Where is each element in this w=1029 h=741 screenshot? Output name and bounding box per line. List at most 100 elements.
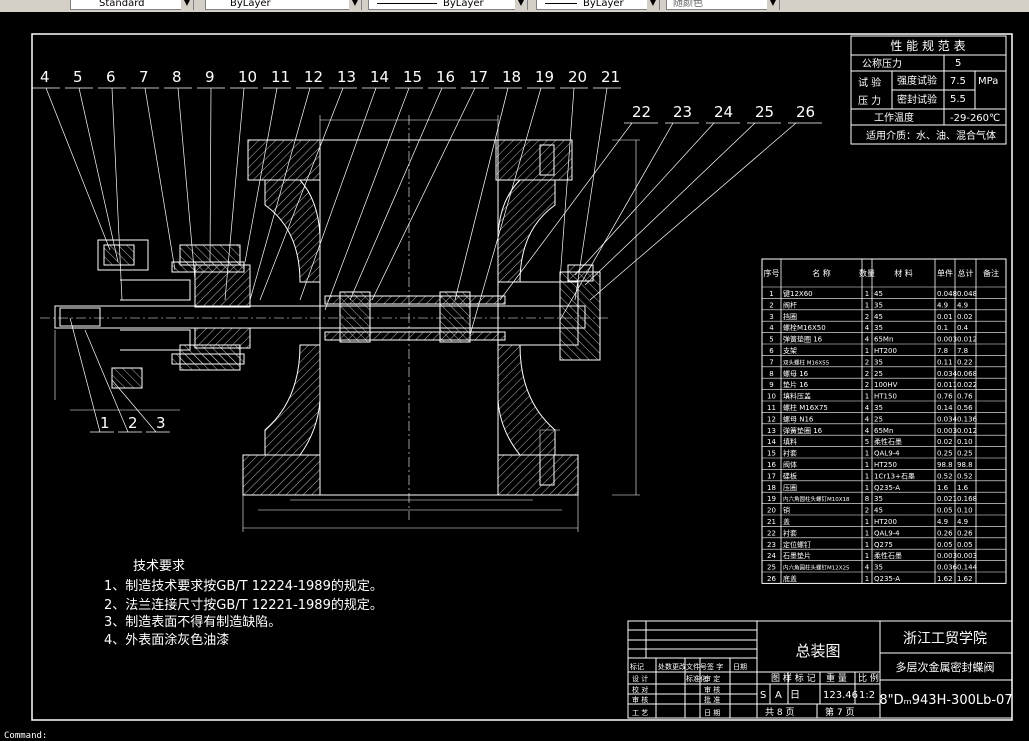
strength-label: 强度试验 [897, 74, 937, 87]
medium-text: 适用介质：水、油、混合气体 [866, 129, 996, 142]
bom-cell: 0.76 [937, 393, 953, 401]
performance-text: 性 能 规 范 表 公称压力 5 试 验 压 力 强度试验 7.5 MPa 密封… [858, 38, 1000, 142]
bom-cell: 35 [874, 564, 883, 572]
bom-cell: 15 [767, 450, 776, 458]
callout-leaders-top [32, 87, 621, 336]
bom-cell: 1 [865, 484, 869, 492]
rev-col-1: 标记 [630, 662, 644, 671]
leader-line [499, 122, 633, 301]
performance-table [850, 35, 1007, 145]
temp-value: -29-260℃ [950, 113, 1000, 124]
role-approve-4: 日 期 [704, 709, 720, 717]
bom-cell: 14 [767, 438, 776, 446]
bom-cell: 弹簧垫圈 16 [783, 335, 823, 344]
callout-18: 18 [502, 68, 521, 86]
callout-15: 15 [403, 68, 422, 86]
bom-cell: 7.8 [937, 347, 948, 355]
leader-line [84, 329, 129, 433]
nominal-pressure-label: 公称压力 [862, 57, 902, 70]
bom-cell: 柔性石墨 [874, 437, 902, 446]
bom-cell: 0.05 [957, 541, 973, 549]
bom-cell: 16 [767, 461, 776, 469]
lineweight-dropdown[interactable]: ByLayer ▼ [536, 0, 660, 10]
bom-cell: 阀杆 [783, 300, 797, 309]
command-line[interactable]: Command: [0, 731, 1029, 741]
performance-title: 性 能 规 范 表 [890, 38, 965, 53]
bom-cell: 填料压盖 [783, 392, 811, 401]
rev-col-5: 日期 [733, 663, 747, 671]
bom-cell: 0.011 [937, 381, 957, 389]
bom-cell: 2 [865, 358, 869, 366]
textstyle-dropdown[interactable]: Standard ▼ [70, 0, 194, 10]
bom-cell: 支架 [783, 346, 797, 355]
callout-6: 6 [106, 68, 116, 86]
bom-header: 名 称 [812, 268, 831, 278]
color-dropdown[interactable]: 随颜色 ▼ [666, 0, 780, 10]
leader-line [224, 87, 245, 301]
role-standard: 标准化 [686, 674, 707, 683]
bom-cell: 1 [865, 393, 869, 401]
bom-cell: 0.01 [937, 313, 953, 321]
leader-line [454, 87, 509, 301]
school-name: 浙江工贸学院 [903, 631, 987, 647]
bom-cell: 0.003 [937, 552, 957, 560]
role-approve-1: 审 定 [704, 674, 720, 683]
leader-line [244, 87, 278, 263]
title-block [627, 620, 1013, 719]
leader-line [111, 379, 157, 433]
callout-22: 22 [632, 103, 651, 121]
bom-cell: QAL9-4 [874, 529, 900, 537]
dimension-lines [54, 115, 640, 532]
leader-line [144, 87, 176, 271]
bom-cell: 2 [865, 381, 869, 389]
bom-cell: 垫片 16 [783, 380, 809, 389]
chevron-down-icon: ▼ [767, 0, 779, 10]
bom-cell: 20 [767, 507, 776, 515]
bom-cell: 1 [769, 290, 773, 298]
seal-value: 5.5 [950, 94, 966, 105]
bom-cell: 10 [767, 393, 776, 401]
bom-cell: 双头螺柱 M16X55 [783, 358, 830, 366]
tech-line-3: 3、制造表面不得有制造缺陷。 [104, 614, 281, 630]
bom-cell: 23 [767, 541, 776, 549]
scale-label: 比 例 [858, 672, 879, 684]
layer-dropdown[interactable]: ByLayer ▼ [205, 0, 362, 10]
product-name: 多层次金属密封蝶阀 [896, 660, 995, 674]
bom-cell: 4 [769, 324, 774, 332]
nominal-pressure-value: 5 [955, 58, 961, 69]
title-block-text: 总装图 浙江工贸学院 多层次金属密封蝶阀 8"Dₘ943H-300Lb-07 图… [630, 631, 1013, 718]
leader-line [371, 87, 476, 301]
bom-border [761, 258, 1007, 584]
callout-5: 5 [73, 68, 83, 86]
strength-value: 7.5 [950, 76, 966, 87]
bom-cell: 1 [865, 347, 869, 355]
bom-cell: 8 [769, 370, 773, 378]
role-process: 工 艺 [632, 709, 648, 717]
bom-cell: 石墨垫片 [783, 551, 811, 560]
bom-cell: 98.8 [937, 461, 953, 469]
bom-cell: 2 [865, 313, 869, 321]
weight-value: 123.46 [823, 690, 858, 701]
linetype-dropdown[interactable]: ByLayer ▼ [368, 0, 528, 10]
bom-cell: 65Mn [874, 427, 893, 435]
callout-7: 7 [139, 68, 149, 86]
drawing-name: 总装图 [795, 642, 840, 660]
bom-cell: 1.62 [937, 575, 953, 583]
bom-cell: 0.52 [937, 472, 953, 480]
bom-cell: 26 [767, 575, 776, 583]
leader-line [574, 87, 608, 301]
callout-16: 16 [436, 68, 455, 86]
test-label-2: 压 力 [858, 94, 881, 107]
bom-cell: 0.034 [937, 370, 958, 378]
bom-cell: 5 [865, 438, 869, 446]
bom-cell: 1 [865, 472, 869, 480]
